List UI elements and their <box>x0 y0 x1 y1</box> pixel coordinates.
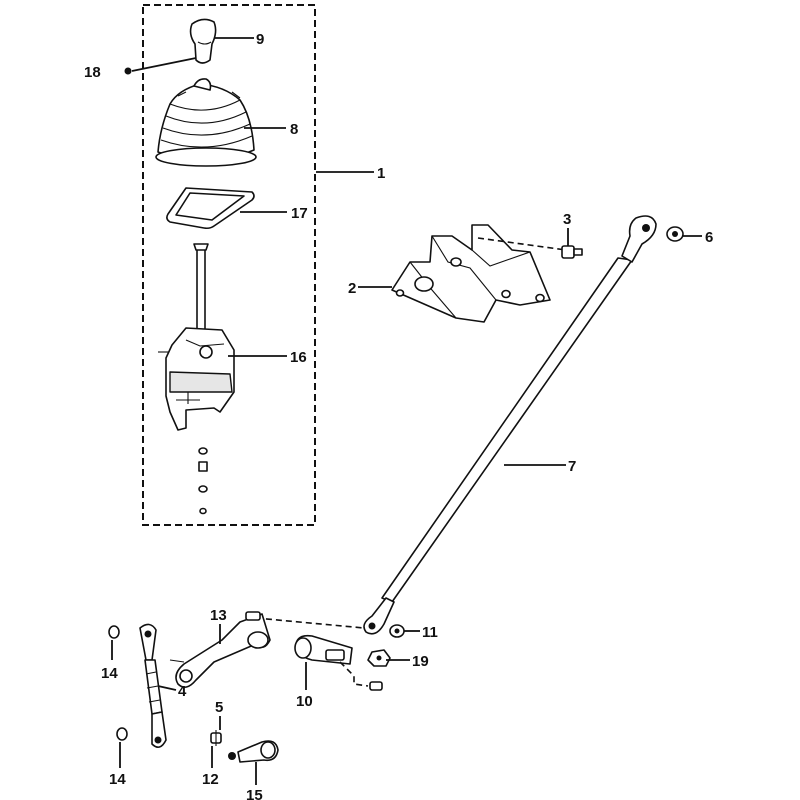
callout-4: 4 <box>178 683 187 700</box>
callout-15: 15 <box>246 787 263 800</box>
nut[interactable] <box>367 649 391 667</box>
callout-14b: 14 <box>109 771 126 788</box>
washer[interactable] <box>116 727 128 741</box>
callout-11: 11 <box>422 624 438 641</box>
callout-2: 2 <box>348 280 356 297</box>
callout-14: 14 <box>101 665 118 682</box>
bolt[interactable] <box>561 245 583 259</box>
clamp-bolt-alignment-line <box>339 661 369 687</box>
lever-clamp[interactable] <box>294 634 353 665</box>
callout-19: 19 <box>412 653 429 670</box>
rubber-boot[interactable] <box>155 78 257 167</box>
mounting-bracket[interactable] <box>391 224 551 323</box>
adjustable-link[interactable] <box>139 623 167 748</box>
callout-13: 13 <box>210 607 227 624</box>
rod-end[interactable] <box>228 740 279 763</box>
assembly-group-box <box>142 4 316 526</box>
callout-7: 7 <box>568 458 576 475</box>
rod-to-lever-alignment-line <box>255 617 365 629</box>
callout-8: 8 <box>290 121 298 138</box>
pin[interactable] <box>210 730 222 746</box>
shift-knob[interactable] <box>189 18 217 64</box>
bolt-3-alignment-line <box>477 237 567 251</box>
small-hardware-stack <box>198 447 208 515</box>
nut[interactable] <box>389 624 405 638</box>
callout-16: 16 <box>290 349 307 366</box>
callout-6: 6 <box>705 229 713 246</box>
shifter-base[interactable] <box>158 243 235 431</box>
callout-12: 12 <box>202 771 219 788</box>
set-screw-18[interactable] <box>124 67 132 75</box>
callout-17: 17 <box>291 205 308 222</box>
clamp-bolt[interactable] <box>369 681 383 691</box>
callout-1: 1 <box>377 165 385 182</box>
nut[interactable] <box>666 226 684 242</box>
callout-5: 5 <box>215 699 223 716</box>
callout-9: 9 <box>256 31 264 48</box>
washer[interactable] <box>108 625 120 639</box>
callout-3: 3 <box>563 211 571 228</box>
leader-lines <box>111 37 702 785</box>
shift-rod[interactable] <box>363 215 657 635</box>
callout-18: 18 <box>84 64 101 81</box>
bellcrank-lever[interactable] <box>169 611 271 688</box>
gasket[interactable] <box>166 187 255 230</box>
callout-10: 10 <box>296 693 313 710</box>
